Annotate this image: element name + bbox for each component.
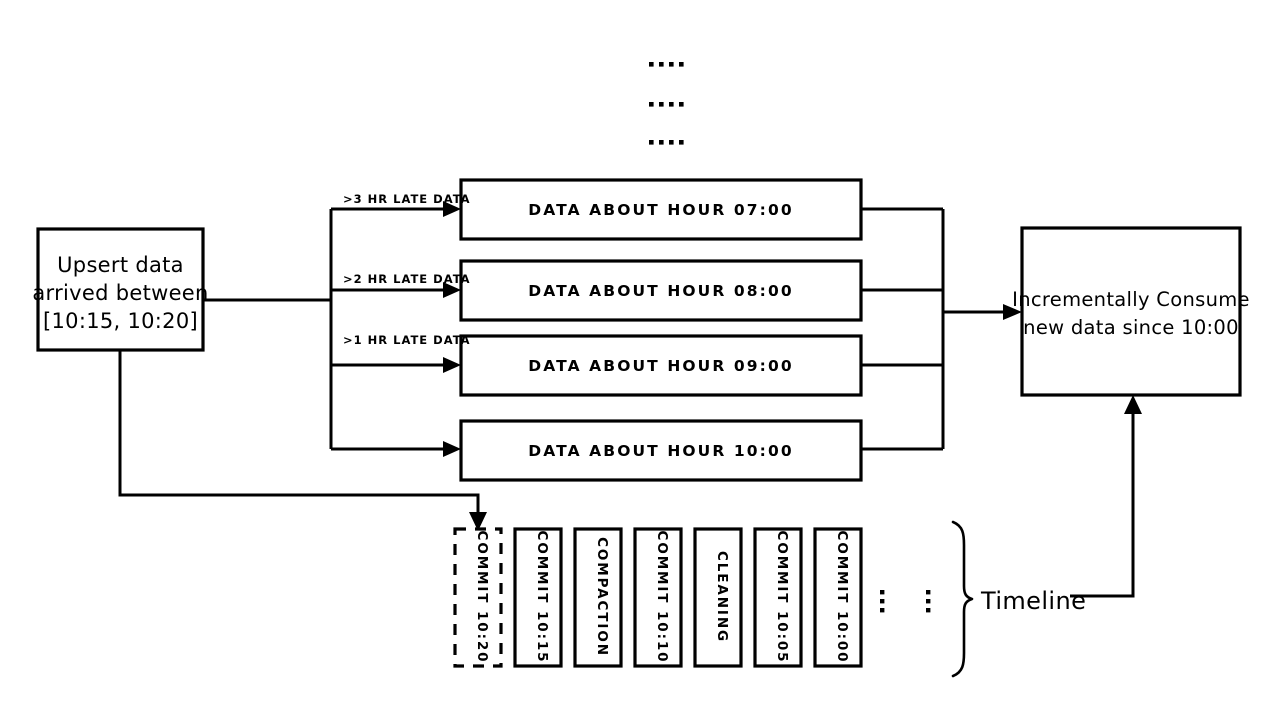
timeline-commit-2[interactable]: COMPACTION bbox=[573, 527, 623, 668]
arrow-head-commit-new bbox=[469, 512, 487, 531]
timeline-label: Timeline bbox=[980, 587, 1086, 615]
incremental-consume-line-2: new data since 10:00 bbox=[1023, 316, 1239, 339]
source-fanout-connectors bbox=[203, 201, 461, 457]
timeline-commit-1-shape bbox=[513, 527, 563, 668]
arrow-head-partition-2 bbox=[443, 282, 461, 298]
upsert-source-line-2: arrived between bbox=[32, 281, 208, 305]
timeline-commit-4[interactable]: CLEANING bbox=[693, 527, 743, 668]
incremental-consume-box[interactable]: Incrementally Consume new data since 10:… bbox=[1012, 226, 1250, 397]
timeline-commit-4-label: CLEANING bbox=[714, 551, 730, 643]
timeline-commit-1[interactable]: COMMIT 10:15 bbox=[513, 527, 563, 668]
edge-label-late-3hr: >3 HR LATE DATA bbox=[343, 192, 471, 206]
arrow-head-partition-3 bbox=[443, 357, 461, 373]
upsert-source-line-3: [10:15, 10:20] bbox=[43, 309, 198, 333]
arrow-head-sink-from-timeline bbox=[1124, 395, 1142, 414]
top-ellipsis-group bbox=[649, 62, 684, 145]
partition-box-3-shape bbox=[459, 334, 863, 397]
timeline-commit-4-shape bbox=[693, 527, 743, 668]
timeline-commit-0[interactable]: COMMIT 10:20 bbox=[453, 527, 503, 668]
upsert-source-box-shape bbox=[36, 227, 205, 352]
timeline-commit-6-label: COMMIT 10:00 bbox=[834, 531, 850, 664]
partition-box-1[interactable]: DATA ABOUT HOUR 07:00 bbox=[459, 178, 863, 241]
timeline-commit-3-label: COMMIT 10:10 bbox=[654, 531, 670, 664]
curly-brace-icon bbox=[951, 520, 974, 678]
upsert-source-line-1: Upsert data bbox=[57, 253, 184, 277]
partition-box-4-label: DATA ABOUT HOUR 10:00 bbox=[528, 442, 793, 460]
timeline-commit-6-shape bbox=[813, 527, 863, 668]
timeline-commit-5-shape bbox=[753, 527, 803, 668]
timeline-commit-0-label: COMMIT 10:20 bbox=[474, 531, 490, 664]
ellipsis-row-2 bbox=[649, 102, 684, 107]
timeline-commit-3-shape bbox=[633, 527, 683, 668]
timeline-commit-5[interactable]: COMMIT 10:05 bbox=[753, 527, 803, 668]
partition-box-4[interactable]: DATA ABOUT HOUR 10:00 bbox=[459, 419, 863, 482]
partition-box-2[interactable]: DATA ABOUT HOUR 08:00 bbox=[459, 259, 863, 322]
partition-box-1-shape bbox=[459, 178, 863, 241]
timeline-commit-0-shape bbox=[453, 527, 503, 668]
arrow-head-partition-4 bbox=[443, 441, 461, 457]
timeline-commit-5-label: COMMIT 10:05 bbox=[774, 531, 790, 664]
timeline-commit-3[interactable]: COMMIT 10:10 bbox=[633, 527, 683, 668]
partition-box-1-label: DATA ABOUT HOUR 07:00 bbox=[528, 201, 793, 219]
arrow-head-partition-1 bbox=[443, 201, 461, 217]
partition-box-3-label: DATA ABOUT HOUR 09:00 bbox=[528, 357, 793, 375]
partition-box-4-shape bbox=[459, 419, 863, 482]
edge-label-late-2hr: >2 HR LATE DATA bbox=[343, 272, 471, 286]
ellipsis-row-3 bbox=[649, 140, 684, 145]
edge-label-late-1hr: >1 HR LATE DATA bbox=[343, 333, 471, 347]
timeline-brace-group bbox=[951, 520, 974, 678]
partition-box-2-shape bbox=[459, 259, 863, 322]
timeline-commit-2-shape bbox=[573, 527, 623, 668]
timeline-ellipsis-1 bbox=[880, 590, 885, 613]
upsert-source-box[interactable]: Upsert data arrived between [10:15, 10:2… bbox=[32, 227, 208, 352]
source-to-timeline-connector bbox=[118, 350, 487, 531]
partitions-merge-connectors bbox=[861, 207, 1022, 451]
ellipsis-row-1 bbox=[649, 62, 684, 67]
timeline-ellipsis-2 bbox=[926, 590, 931, 613]
incremental-consume-box-shape bbox=[1020, 226, 1242, 397]
timeline-commit-6[interactable]: COMMIT 10:00 bbox=[813, 527, 863, 668]
timeline-to-sink-connector bbox=[1070, 395, 1142, 598]
arrow-head-sink bbox=[1003, 304, 1022, 320]
partition-box-3[interactable]: DATA ABOUT HOUR 09:00 bbox=[459, 334, 863, 397]
partition-box-2-label: DATA ABOUT HOUR 08:00 bbox=[528, 282, 793, 300]
timeline-commit-1-label: COMMIT 10:15 bbox=[534, 531, 550, 664]
timeline-commit-2-label: COMPACTION bbox=[594, 537, 610, 657]
incremental-consume-line-1: Incrementally Consume bbox=[1012, 288, 1250, 311]
